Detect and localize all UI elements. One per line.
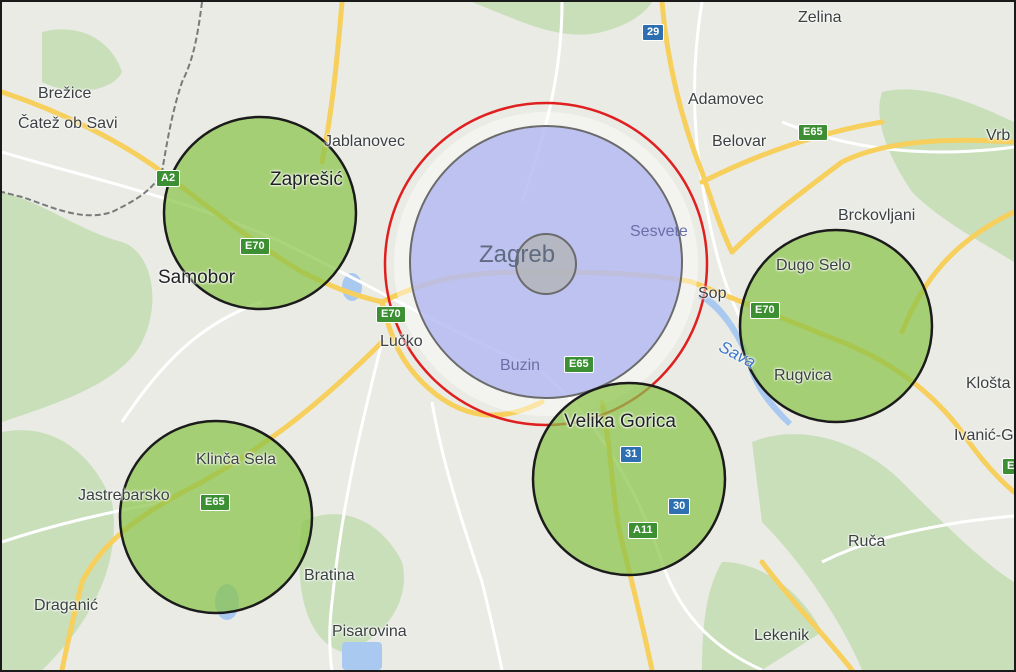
jastrebarsko-zone[interactable] — [118, 419, 314, 615]
place-label: Vrb — [986, 127, 1011, 144]
place-label: Lučko — [380, 333, 423, 350]
place-label: Lekenik — [754, 627, 810, 644]
road-shield: 29 — [642, 24, 665, 41]
place-label: Velika Gorica — [564, 411, 676, 432]
zagreb-inner-zone[interactable] — [515, 233, 577, 295]
place-label: Buzin — [500, 357, 541, 374]
place-label: Pisarovina — [332, 623, 407, 640]
place-label: Jastrebarsko — [78, 487, 170, 504]
road-shield: E65 — [798, 124, 828, 141]
place-label: Zelina — [798, 9, 842, 26]
place-label: Čatež ob Savi — [18, 115, 118, 132]
velika-gorica-zone[interactable] — [531, 381, 727, 577]
place-label: Belovar — [712, 133, 767, 150]
place-label: Dugo Selo — [776, 257, 851, 274]
place-label: Rugvica — [774, 367, 832, 384]
place-label: Zaprešić — [270, 169, 343, 190]
road-shield: 30 — [668, 498, 691, 515]
road-shield: 31 — [620, 446, 643, 463]
road-shield: E65 — [200, 494, 230, 511]
place-label: Samobor — [158, 267, 236, 288]
place-label: Jablanovec — [324, 133, 405, 150]
zapresic-zone[interactable] — [162, 115, 358, 311]
place-label: Draganić — [34, 597, 99, 614]
place-label: Ruča — [848, 533, 886, 550]
place-label: Klinča Sela — [196, 451, 277, 468]
place-label: Brckovljani — [838, 207, 916, 224]
road-shield: E65 — [564, 356, 594, 373]
road-shield: E70 — [376, 306, 406, 323]
road-shield: E — [1002, 458, 1014, 475]
place-label: Zagreb — [479, 241, 556, 268]
road-shield: E70 — [240, 238, 270, 255]
dugo-selo-zone[interactable] — [738, 228, 934, 424]
outer-red-ring — [383, 101, 709, 427]
place-label: Ivanić-G — [954, 427, 1014, 444]
road-shield: A2 — [156, 170, 181, 187]
place-label: Bratina — [304, 567, 355, 584]
place-label: Adamovec — [688, 91, 764, 108]
road-shield: A11 — [628, 522, 658, 539]
place-label: Brežice — [38, 85, 92, 102]
place-label: Sop — [698, 285, 727, 302]
place-label: Sesvete — [630, 223, 688, 240]
road-shield: E70 — [750, 302, 780, 319]
place-label: Klošta — [966, 375, 1011, 392]
